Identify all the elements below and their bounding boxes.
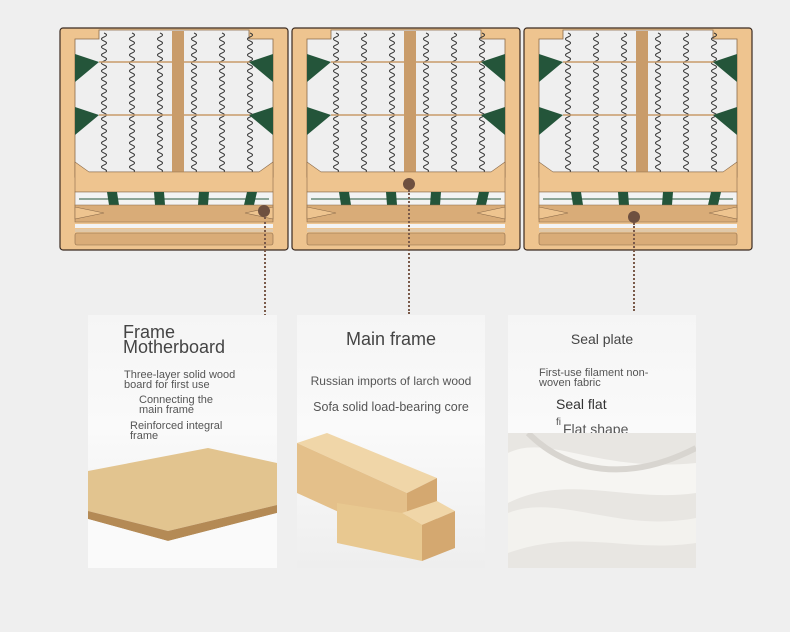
card-seal-plate: Seal plate First-use filament non- woven…	[508, 315, 696, 568]
card-text: Sofa solid load-bearing core	[313, 400, 469, 414]
card-text: Reinforced integral	[130, 420, 223, 432]
card-text: Connecting the	[139, 394, 213, 406]
card-title: Motherboard	[123, 337, 226, 357]
card-text: Flat shape	[563, 421, 629, 437]
larch-wood-beams-image	[297, 433, 455, 561]
plywood-board-image	[88, 448, 277, 568]
card-text: main frame	[139, 404, 195, 416]
card-main-frame: Main frame Russian imports of larch wood…	[297, 315, 485, 568]
marker-dot	[403, 178, 415, 190]
marker-dot	[258, 205, 270, 217]
frame-diagram-seal-plate	[523, 27, 753, 251]
leader-line	[408, 190, 410, 314]
card-text: woven fabric	[539, 377, 601, 389]
card-title: Frame	[123, 322, 176, 342]
card-title: Seal plate	[570, 331, 634, 347]
frame-diagram-main-frame	[291, 27, 521, 251]
card-text: Russian imports of larch wood	[310, 374, 472, 388]
card-frame-motherboard: Frame Motherboard Three-layer solid wood…	[88, 315, 277, 568]
leader-line	[633, 223, 635, 311]
card-text: board for first use	[124, 379, 210, 391]
card-text: frame	[130, 430, 159, 442]
card-text: Seal flat	[556, 396, 607, 412]
card-title: Main frame	[345, 329, 437, 349]
card-text: Three-layer solid wood	[124, 369, 236, 381]
card-text: fi	[556, 417, 561, 428]
marker-dot	[628, 211, 640, 223]
nonwoven-fabric-image	[508, 433, 696, 568]
leader-line	[264, 217, 266, 320]
frame-diagram-motherboard	[59, 27, 289, 251]
card-text: First-use filament non-	[539, 367, 649, 379]
